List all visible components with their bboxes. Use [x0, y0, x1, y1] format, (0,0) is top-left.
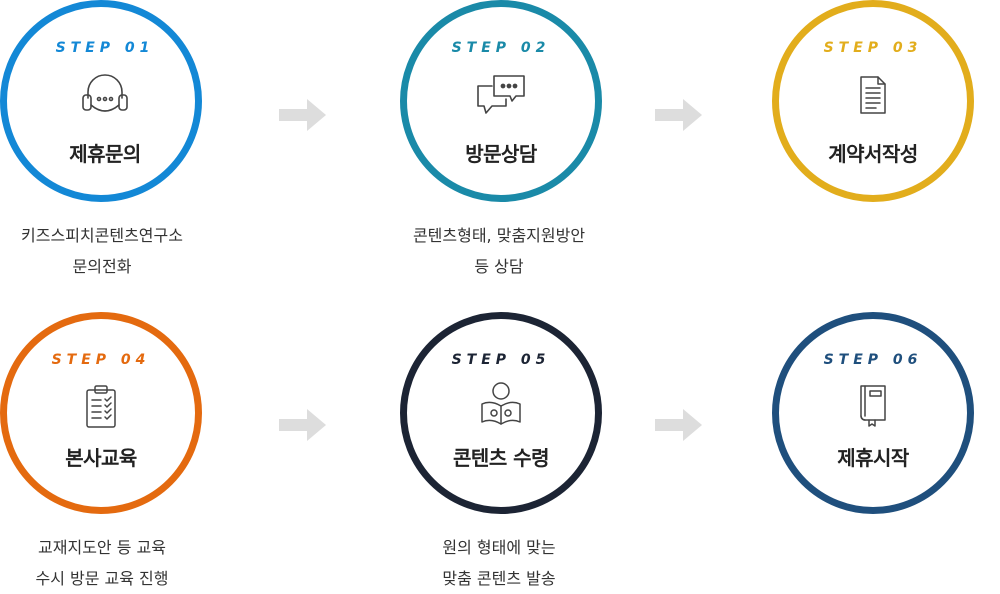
step-3-circle — [772, 0, 974, 202]
step-5-label: STEP 05 — [451, 352, 551, 368]
step-6-title: 제휴시작 — [837, 446, 909, 470]
step-3-title: 계약서작성 — [828, 142, 918, 166]
step-6: STEP 06 제휴시작 — [772, 312, 974, 514]
step-1: STEP 01 제휴문의 — [0, 0, 210, 210]
arrow-icon — [279, 408, 327, 446]
step-4: STEP 04 본사교육 — [0, 312, 202, 514]
step-5-description: 원의 형태에 맞는 맞춤 콘텐츠 발송 — [442, 538, 556, 588]
step-5: STEP 05 콘텐츠 수령 — [400, 312, 602, 514]
book-icon — [856, 382, 890, 432]
step-6-label: STEP 06 — [823, 352, 923, 368]
step-2-label: STEP 02 — [451, 40, 551, 56]
step-3: STEP 03 계약서작성 — [772, 0, 974, 202]
step-1-description: 키즈스피치콘텐츠연구소 문의전화 — [21, 226, 183, 276]
arrow-icon — [655, 98, 703, 136]
step-1-circle — [0, 0, 202, 202]
step-2: STEP 02 방문상담 — [400, 0, 602, 202]
document-icon — [858, 74, 888, 120]
clipboard-checklist-icon — [83, 384, 119, 434]
step-4-description: 교재지도안 등 교육 수시 방문 교육 진행 — [35, 538, 169, 588]
arrow-icon — [279, 98, 327, 136]
step-5-title: 콘텐츠 수령 — [453, 446, 549, 470]
chat-bubbles-icon — [474, 72, 528, 122]
step-3-label: STEP 03 — [823, 40, 923, 56]
step-2-description: 콘텐츠형태, 맞춤지원방안 등 상담 — [412, 226, 586, 276]
step-4-title: 본사교육 — [65, 446, 137, 470]
step-4-circle — [0, 312, 202, 514]
step-1-label: STEP 01 — [55, 40, 155, 56]
headset-icon — [80, 72, 130, 122]
step-2-circle — [400, 0, 602, 202]
step-2-title: 방문상담 — [465, 142, 537, 166]
step-6-circle — [772, 312, 974, 514]
arrow-icon — [655, 408, 703, 446]
step-4-label: STEP 04 — [51, 352, 151, 368]
reading-person-icon — [477, 380, 525, 432]
step-1-title: 제휴문의 — [69, 142, 141, 166]
